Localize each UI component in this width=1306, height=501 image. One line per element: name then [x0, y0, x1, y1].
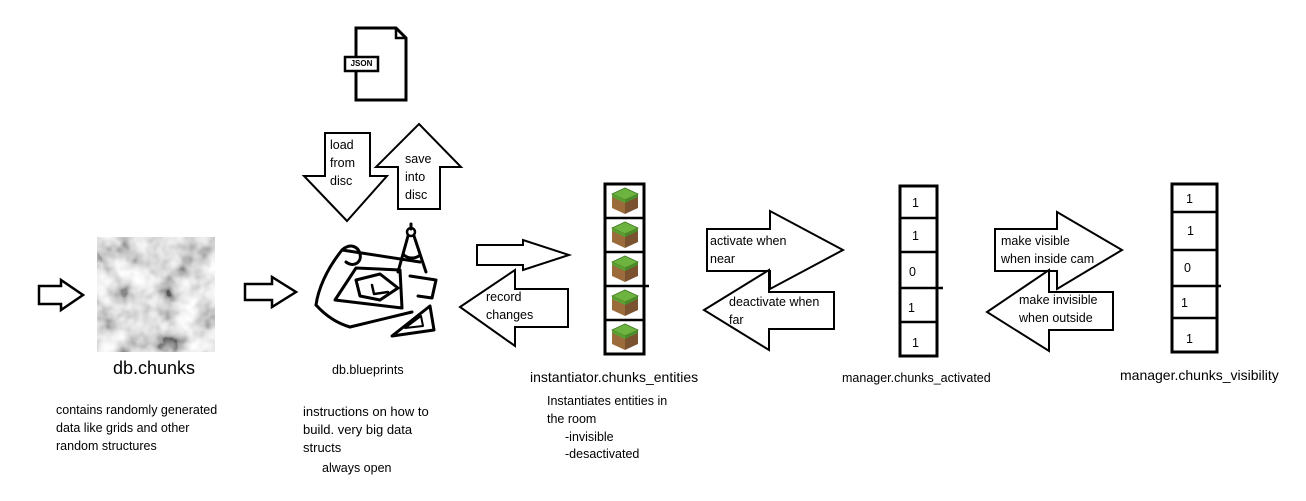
activate-arrow-label: activate when near — [710, 234, 787, 266]
visibility-value: 1 — [1186, 192, 1193, 206]
db-blueprints-note: always open — [322, 461, 392, 475]
db-chunks-description: contains randomly generated data like gr… — [56, 403, 218, 453]
make-visible-arrow — [994, 210, 1124, 291]
record-arrow — [458, 268, 569, 348]
make-invisible-arrow — [985, 268, 1114, 353]
make-invisible-label: make invisible when outside — [1019, 293, 1098, 325]
deactivate-arrow-label: deactivate when far — [729, 295, 820, 327]
input-arrow-1 — [37, 277, 86, 313]
visibility-value: 0 — [1184, 261, 1191, 275]
activated-title: manager.chunks_activated — [842, 371, 991, 385]
save-arrow-label: save into disc — [405, 152, 432, 202]
instantiator-title: instantiator.chunks_entities — [530, 369, 699, 385]
instantiator-item: -desactivated — [565, 447, 640, 461]
db-chunks-title: db.chunks — [113, 358, 196, 378]
activated-value: 0 — [909, 265, 916, 279]
visibility-value: 1 — [1187, 224, 1194, 238]
activated-value: 1 — [912, 336, 919, 350]
activated-value: 1 — [912, 196, 919, 210]
activated-column — [898, 184, 943, 358]
db-blueprints-title: db.blueprints — [332, 363, 404, 377]
load-arrow — [301, 132, 390, 223]
instantiator-description: Instantiates entities in the room — [547, 394, 668, 426]
save-arrow — [373, 122, 464, 210]
blueprint-icon — [314, 222, 438, 338]
visibility-value: 1 — [1186, 332, 1193, 346]
noise-image — [97, 237, 215, 352]
visibility-column — [1170, 182, 1221, 354]
activated-value: 1 — [908, 301, 915, 315]
instantiator-column — [603, 182, 649, 356]
activated-value: 1 — [912, 229, 919, 243]
load-arrow-label: load from disc — [330, 138, 355, 188]
json-file-icon — [343, 26, 408, 102]
db-blueprints-description: instructions on how to build. very big d… — [303, 404, 429, 455]
make-visible-label: make visible when inside cam — [1001, 234, 1095, 266]
activate-arrow — [706, 209, 846, 291]
deactivate-arrow — [702, 268, 835, 352]
record-arrow-label: record changes — [486, 290, 534, 322]
input-arrow-2 — [243, 274, 299, 310]
visibility-title: manager.chunks_visibility — [1120, 367, 1279, 383]
instantiator-item: -invisible — [565, 430, 614, 444]
visibility-value: 1 — [1181, 296, 1188, 310]
forward-arrow — [476, 238, 573, 272]
json-label: JSON — [350, 59, 373, 68]
